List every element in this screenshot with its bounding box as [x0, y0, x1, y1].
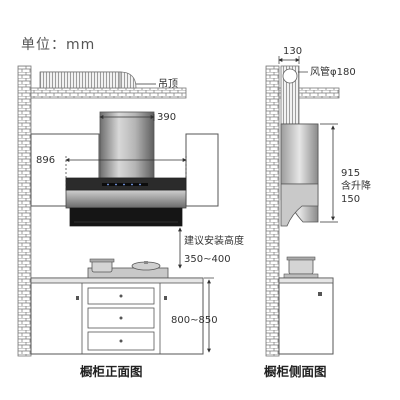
side-wall: [265, 65, 280, 357]
hood-body: [65, 189, 187, 209]
side-view: 130 风管φ180 915 含升降 150 橱柜侧面图: [264, 46, 371, 379]
hood-control-strip: [102, 183, 148, 186]
side-ceiling-slab: [278, 87, 340, 99]
duct-opening-icon: [282, 68, 298, 84]
front-view-title: 橱柜正面图: [80, 364, 143, 379]
unit-label: 单位：mm: [21, 37, 96, 53]
ceiling-label: 吊顶: [158, 78, 178, 90]
side-pot-icon: [288, 257, 314, 275]
hood-side-lower: [280, 183, 319, 227]
upper-cabinet-right: [185, 133, 219, 207]
hood-height-value: 915: [341, 168, 360, 179]
chimney-width-label: 390: [157, 112, 176, 123]
side-view-title: 橱柜侧面图: [264, 364, 327, 379]
duct-offset-label: 130: [283, 46, 302, 57]
front-flex-duct: [39, 71, 121, 89]
hood-height-note: 含升降: [341, 179, 371, 192]
install-height-value: 350~400: [184, 254, 231, 265]
hood-glass-fill: [70, 208, 182, 226]
install-height-label: 建议安装高度: [184, 234, 244, 247]
hood-width-label: 896: [36, 155, 55, 166]
counter-height-label: 800~850: [171, 315, 218, 326]
countertop: [30, 277, 204, 284]
hood-chimney: [99, 111, 155, 179]
hood-side-upper: [280, 123, 319, 185]
gas-stove: [87, 258, 169, 279]
front-left-wall: [17, 65, 32, 357]
side-base-cabinet: [278, 277, 334, 355]
front-view: 吊顶 390 896 建议安装高度 350~: [17, 65, 244, 379]
front-duct-elbow: [119, 71, 137, 89]
side-countertop: [278, 277, 334, 284]
hood-lift-value: 150: [341, 194, 360, 205]
duct-label: 风管φ180: [310, 65, 356, 78]
